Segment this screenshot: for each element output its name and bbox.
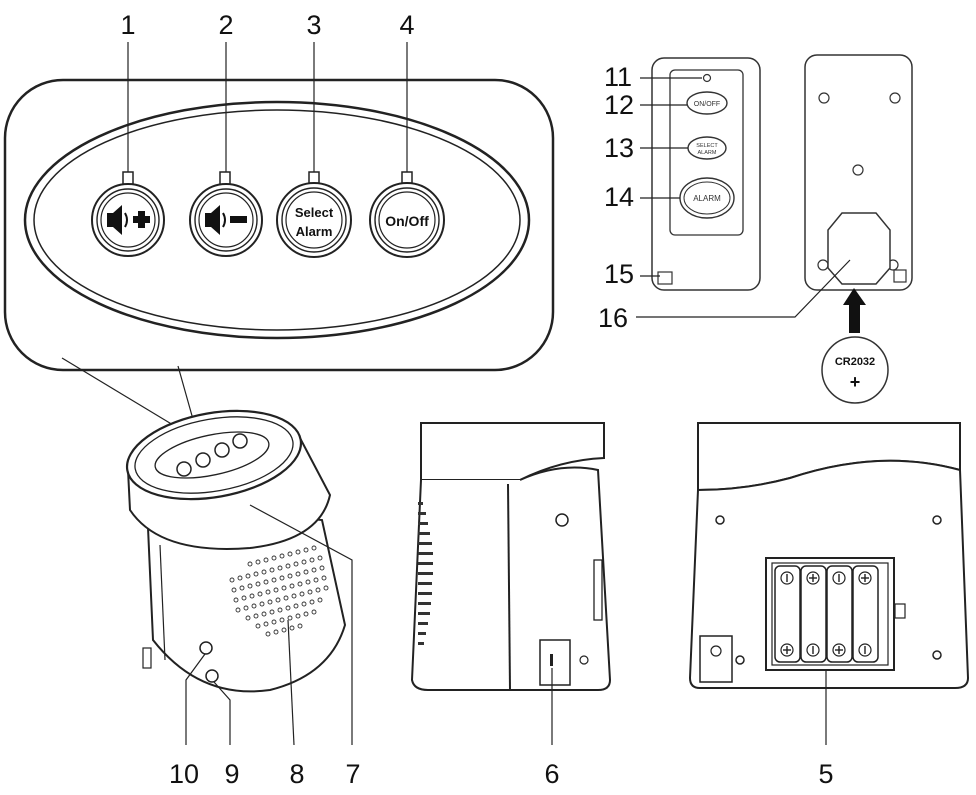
select-alarm-label-line1: Select [295,205,334,220]
callout-2: 2 [218,10,233,40]
device-port-9 [205,669,219,683]
battery-cells [774,565,879,663]
volume-down-button[interactable] [189,171,263,257]
callout-6-group: 6 [544,668,560,789]
callout-8: 8 [289,759,304,789]
device-callouts: 10 9 8 7 [169,504,361,789]
callout-3: 3 [306,10,321,40]
coin-battery: CR2032 + [821,336,889,404]
callout-9: 9 [224,759,239,789]
control-panel-closeup [3,78,555,441]
insert-arrow [843,288,866,333]
side-view-device [410,422,612,691]
volume-up-icon [107,205,150,235]
remote-select-label-line2: ALARM [698,150,717,156]
callout-16: 16 [598,303,628,333]
callout-5-group: 5 [818,670,834,789]
callout-6: 6 [544,759,559,789]
select-alarm-button[interactable]: Select Alarm [276,171,352,258]
remote-led [702,73,712,83]
remote-select-alarm-button[interactable]: SELECT ALARM [687,136,727,160]
callout-12: 12 [604,90,634,120]
callout-14: 14 [604,182,634,212]
remote-onoff-label: ON/OFF [694,101,720,108]
callout-13: 13 [604,133,634,163]
callout-7: 7 [345,759,360,789]
speaker-grille [229,545,329,637]
select-alarm-label-line2: Alarm [296,224,333,239]
callout-10: 10 [169,759,199,789]
device-port-10 [199,641,213,655]
coin-battery-plus: + [850,372,861,392]
remote-back [804,54,913,291]
remote-callouts: 11 12 13 14 15 [604,62,702,289]
callout-4: 4 [399,10,414,40]
callout-16-group: 16 [598,259,851,333]
on-off-label: On/Off [385,213,429,229]
coin-battery-label: CR2032 [835,356,875,368]
remote-onoff-button[interactable]: ON/OFF [686,91,728,115]
volume-down-icon [205,205,247,235]
remote-alarm-button[interactable]: ALARM [679,177,735,219]
side-vents [418,502,433,645]
cylinder-device [125,409,347,693]
remote-lanyard-hole [657,271,673,285]
callout-15: 15 [604,259,634,289]
callout-5: 5 [818,759,833,789]
callout-1: 1 [120,10,135,40]
callout-11: 11 [604,62,632,92]
volume-up-button[interactable] [91,171,165,257]
on-off-button[interactable]: On/Off [369,171,445,258]
remote-select-label-line1: SELECT [696,143,718,149]
remote-alarm-label: ALARM [693,194,721,203]
top-callouts: 1 2 3 4 [120,10,415,172]
